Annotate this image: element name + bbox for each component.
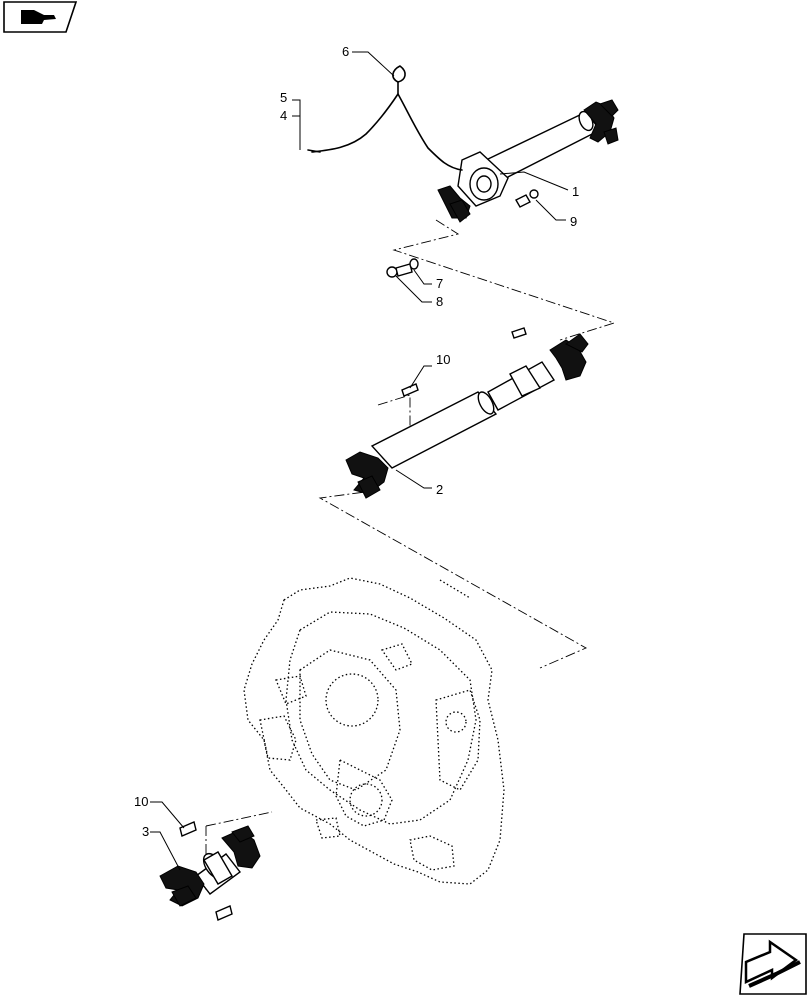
callout-3: 3 [142,824,149,839]
top-nav-button[interactable] [3,1,78,33]
grease-line-parts-4-5-6 [307,65,463,171]
callout-6: 6 [342,44,349,59]
callout-8: 8 [436,294,443,309]
transmission-housing [243,577,505,885]
bolt-and-washer-parts-7-8 [386,258,419,278]
callout-4: 4 [280,108,287,123]
callout-10-upper: 10 [436,352,450,367]
callout-5: 5 [280,90,287,105]
drive-shaft-part-3 [159,821,261,921]
leader-lines [150,51,569,871]
bottom-nav-button[interactable] [739,933,807,995]
callout-7: 7 [436,276,443,291]
callout-2: 2 [436,482,443,497]
alignment-lines [205,219,616,890]
callout-labels: 6 5 4 1 9 7 8 10 2 10 3 [134,44,579,839]
drive-shaft-part-2 [345,327,589,499]
callout-1: 1 [572,184,579,199]
callout-10-lower: 10 [134,794,148,809]
callout-9: 9 [570,214,577,229]
next-arrow-icon [744,939,801,988]
hand-pointer-icon [21,10,56,24]
drive-shaft-part-1 [437,99,619,223]
